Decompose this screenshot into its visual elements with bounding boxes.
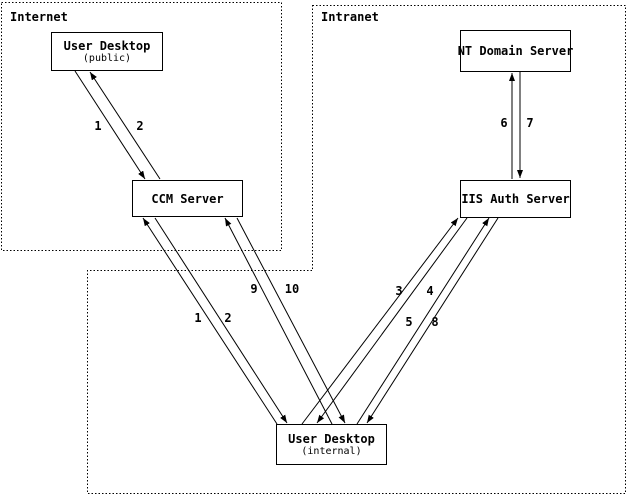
zone-label-intranet: Intranet	[321, 10, 379, 24]
node-label: IIS Auth Server	[461, 192, 570, 206]
edge-label-5: 5	[405, 315, 413, 329]
node-ccm-server: CCM Server	[132, 180, 243, 217]
edge-2-public-line	[89, 71, 161, 180]
node-label: User Desktop	[288, 432, 375, 446]
edge-10-line	[236, 217, 346, 424]
node-label: NT Domain Server	[457, 44, 574, 58]
node-sublabel: (public)	[82, 53, 132, 64]
zone-intranet-outline	[87, 5, 626, 494]
edge-label-2-internal: 2	[224, 311, 232, 325]
edge-label-1-internal: 1	[194, 311, 202, 325]
edge-8-line	[366, 217, 499, 424]
edge-label-10: 10	[284, 282, 300, 296]
edge-label-8: 8	[431, 315, 439, 329]
zone-internet-outline	[1, 2, 282, 251]
edge-label-1-public: 1	[94, 119, 102, 133]
node-label: User Desktop	[63, 39, 151, 53]
node-sublabel: (internal)	[301, 446, 362, 457]
edge-label-6: 6	[500, 116, 508, 130]
node-iis-auth-server: IIS Auth Server	[460, 180, 571, 218]
node-label: CCM Server	[151, 191, 224, 206]
node-user-desktop-internal: User Desktop (internal)	[276, 424, 387, 465]
edge-label-9: 9	[250, 282, 258, 296]
zone-label-internet: Internet	[10, 10, 68, 24]
edge-5-line	[356, 217, 490, 425]
edge-label-4: 4	[426, 284, 434, 298]
edge-9-line	[224, 217, 333, 425]
node-nt-domain-server: NT Domain Server	[457, 30, 574, 72]
edge-label-7: 7	[526, 116, 534, 130]
edge-label-3: 3	[395, 284, 403, 298]
edge-2-internal-line	[154, 217, 288, 424]
edge-1-internal-line	[142, 217, 278, 425]
edge-1-public-line	[74, 70, 146, 180]
node-user-desktop-public: User Desktop (public)	[51, 32, 163, 71]
edge-4-line	[316, 217, 468, 424]
edge-label-2-public: 2	[136, 119, 144, 133]
edge-3-line	[301, 217, 459, 425]
